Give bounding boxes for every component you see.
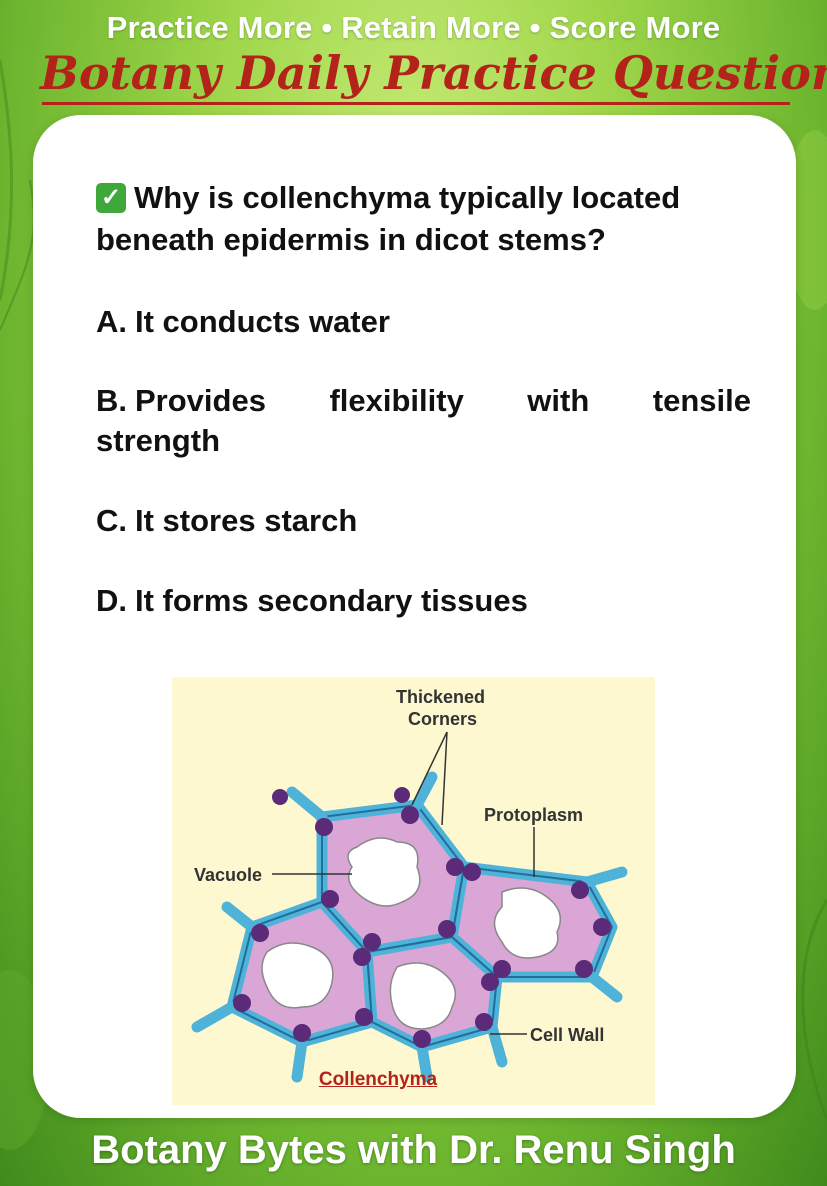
title-underline bbox=[42, 102, 790, 105]
option-c[interactable]: C.It stores starch bbox=[96, 501, 751, 541]
collenchyma-diagram: Thickened Corners Protoplasm Vacuole Cel… bbox=[172, 677, 655, 1105]
option-label: D. bbox=[96, 583, 127, 618]
option-d[interactable]: D.It forms secondary tissues bbox=[96, 581, 751, 621]
option-text: It stores starch bbox=[135, 503, 358, 538]
option-label: C. bbox=[96, 503, 127, 538]
page-title: Botany Daily Practice Question bbox=[40, 46, 827, 100]
option-text: It conducts water bbox=[135, 304, 390, 339]
question-text: Why is collenchyma typically located ben… bbox=[96, 180, 681, 257]
footer-credit: Botany Bytes with Dr. Renu Singh bbox=[91, 1128, 736, 1172]
label-cell-wall: Cell Wall bbox=[530, 1025, 605, 1045]
question-card: ✓Why is collenchyma typically located be… bbox=[33, 115, 796, 1118]
label-vacuole: Vacuole bbox=[194, 865, 263, 885]
question: ✓Why is collenchyma typically located be… bbox=[96, 177, 751, 261]
option-label: A. bbox=[96, 304, 127, 339]
check-mark-icon: ✓ bbox=[96, 183, 126, 213]
option-a[interactable]: A.It conducts water bbox=[96, 302, 751, 342]
figure-caption: Collenchyma bbox=[318, 1069, 438, 1090]
label-thickened: Thickened bbox=[396, 687, 486, 707]
option-text: Provides flexibility with tensile streng… bbox=[96, 383, 751, 458]
option-text: It forms secondary tissues bbox=[135, 583, 528, 618]
option-label: B. bbox=[96, 383, 127, 418]
label-corners: Corners bbox=[408, 709, 478, 729]
tagline: Practice More • Retain More • Score More bbox=[106, 10, 721, 45]
collenchyma-cells-illustration bbox=[191, 731, 628, 1083]
label-protoplasm: Protoplasm bbox=[484, 805, 584, 825]
option-b[interactable]: B.Provides flexibility with tensile stre… bbox=[96, 381, 751, 461]
